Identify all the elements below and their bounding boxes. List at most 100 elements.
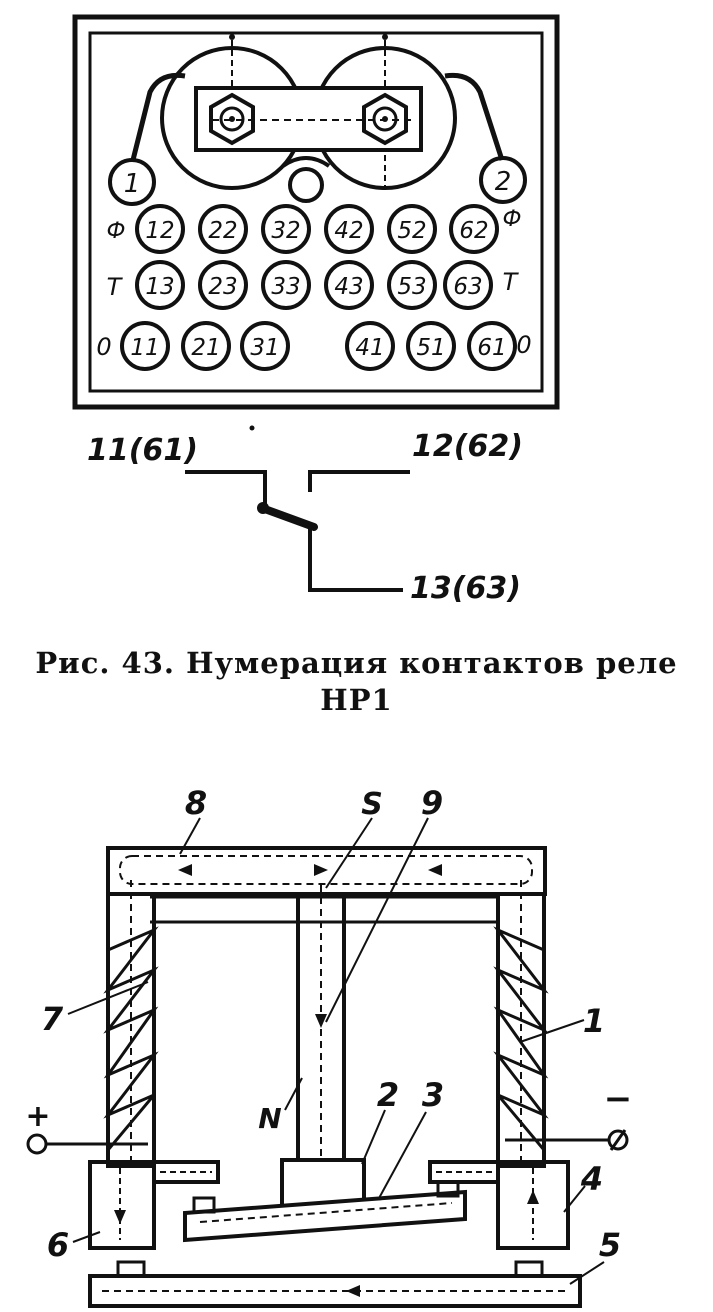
leader-n [284,1077,303,1111]
contact-53: 53 [387,260,437,310]
right-contact-pad [436,1180,460,1198]
leader-5 [569,1261,605,1285]
contact-51: 51 [406,321,456,371]
contact-42: 42 [324,204,374,254]
scan-dot [249,425,255,431]
hex-nut-left [209,92,255,146]
svg-text:13: 13 [145,274,174,300]
contact-11: 11 [120,321,170,371]
lead-right [444,72,505,161]
left-block-arrow [114,1210,126,1224]
label-4: 4 [580,1160,603,1198]
svg-text:12: 12 [145,218,174,244]
common-wire [185,470,267,508]
normally-open-wire [308,470,410,492]
contact-33: 33 [261,260,311,310]
lead-left [130,72,186,161]
contact-panel: 1 2 Ф Ф Т Т 0 0 12 22 32 42 52 62 13 23 … [72,14,560,410]
label-3: 3 [422,1076,444,1114]
label-5: 5 [599,1226,621,1264]
contact-22: 22 [198,204,248,254]
contact-62: 62 [449,204,499,254]
label-minus: − [604,1079,633,1119]
label-7: 7 [41,1000,64,1038]
leader-4 [563,1185,586,1213]
left-contact-pad [192,1196,216,1214]
yoke-arrow-left [178,864,192,876]
yoke-arrow-right [428,864,442,876]
svg-text:22: 22 [208,218,237,244]
contact-scheme: 11(61) 12(62) 13(63) [87,429,523,606]
row-label-f-left: Ф [107,219,126,244]
leader-1 [519,1019,585,1043]
switch-blade [258,504,318,531]
svg-text:51: 51 [416,335,445,361]
label-n: N [258,1102,281,1135]
contact-21: 21 [181,321,231,371]
svg-text:42: 42 [334,218,363,244]
svg-text:23: 23 [208,274,237,300]
svg-text:52: 52 [397,218,426,244]
armature-flux [199,1202,453,1223]
scheme-label-left: 11(61) [87,433,198,468]
svg-text:21: 21 [191,335,220,361]
terminal-2-label: 2 [495,167,512,197]
contact-61: 61 [467,321,517,371]
panel-inner-frame [88,31,544,393]
hex-nut-right [362,92,408,146]
svg-text:63: 63 [453,274,482,300]
right-foot [514,1260,544,1278]
contact-41: 41 [345,321,395,371]
terminal-1-label: 1 [124,169,141,199]
svg-text:53: 53 [397,274,426,300]
center-small-circle [288,167,324,203]
minus-terminal-slash [609,1129,627,1151]
contact-13: 13 [135,260,185,310]
figure-caption-line1: Рис. 43. Нумерация контактов реле [35,646,678,680]
leader-2 [361,1109,386,1165]
figure-caption-line2: НР1 [320,683,393,717]
left-coil-winding [103,926,159,1151]
leader-7 [67,981,149,1015]
svg-text:61: 61 [477,335,506,361]
scheme-label-top-right: 12(62) [412,429,523,464]
row-label-t-left: Т [107,273,124,301]
relay-magnetic-system: 8 S 9 7 1 + − N 2 3 4 6 5 [25,784,633,1308]
label-plus: + [25,1099,50,1134]
center-notch [281,156,331,168]
frame-dot-right [382,34,388,40]
svg-text:33: 33 [271,274,300,300]
label-s: S [361,787,383,822]
normally-closed-wire [308,527,403,592]
leader-8 [179,817,201,855]
right-block [496,1160,570,1250]
svg-text:62: 62 [459,218,488,244]
magnet-arrow [315,1014,327,1028]
leader-3 [377,1111,427,1201]
contact-31: 31 [240,321,290,371]
label-6: 6 [47,1226,69,1264]
contact-32: 32 [261,204,311,254]
svg-text:32: 32 [271,218,300,244]
switch-pivot [257,502,269,514]
frame-dot-left [229,34,235,40]
contact-12: 12 [135,204,185,254]
base-plate [88,1274,582,1308]
svg-text:11: 11 [130,335,159,361]
contact-52: 52 [387,204,437,254]
left-foot [116,1260,146,1278]
svg-text:41: 41 [355,335,384,361]
panel-outer-frame [72,14,560,410]
row-label-o-right: 0 [516,331,531,359]
left-block [88,1160,156,1250]
label-2: 2 [377,1076,399,1114]
leader-6 [72,1231,101,1243]
contact-23: 23 [198,260,248,310]
contact-63: 63 [443,260,493,310]
label-9: 9 [421,784,443,822]
contact-43: 43 [324,260,374,310]
yoke-arrow-center [314,864,328,876]
top-yoke-flux [119,855,533,885]
contact-row-t: 13 23 33 43 53 63 [135,260,493,310]
